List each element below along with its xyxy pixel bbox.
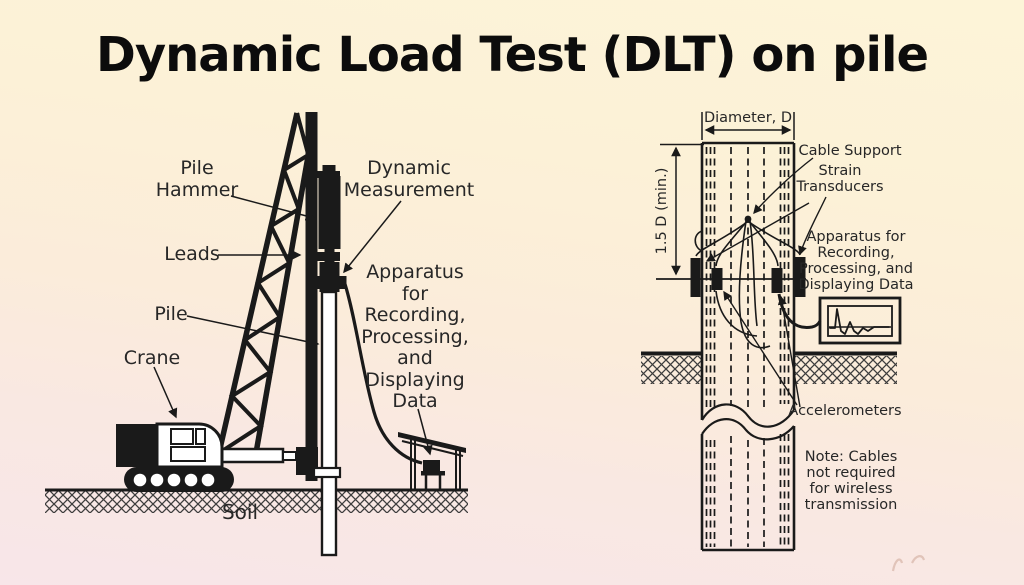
accelerometer-left bbox=[711, 268, 723, 290]
diameter-dimension bbox=[701, 112, 795, 140]
accelerometer-right bbox=[771, 268, 783, 293]
label-accelerometers: Accelerometers bbox=[788, 403, 902, 419]
leader-accelerometer-right bbox=[777, 295, 801, 408]
leader-dynamic-measurement bbox=[343, 200, 402, 274]
label-strain-transducers: Strain Transducers bbox=[796, 163, 884, 195]
signal-cable bbox=[343, 283, 423, 465]
leader-cable-support bbox=[753, 157, 814, 215]
soil-ground-right bbox=[641, 351, 897, 384]
leader-pile bbox=[186, 315, 320, 348]
dynamic-measurement-sensor bbox=[338, 276, 347, 289]
recording-shed bbox=[398, 432, 466, 490]
pile-hammer-assembly bbox=[312, 165, 347, 292]
leader-strain-left bbox=[705, 202, 810, 262]
recording-apparatus-box bbox=[423, 460, 440, 471]
label-leads: Leads bbox=[164, 243, 220, 265]
dynamic-measurement-sensor bbox=[313, 276, 321, 289]
label-diameter: Diameter, D bbox=[703, 110, 793, 126]
strain-transducer-left bbox=[690, 258, 701, 297]
label-pile-hammer: Pile Hammer bbox=[155, 157, 239, 201]
label-soil: Soil bbox=[221, 500, 259, 524]
label-note: Note: Cables not required for wireless t… bbox=[804, 449, 898, 513]
strain-transducer-right bbox=[794, 257, 806, 297]
leader-strain-right bbox=[798, 196, 827, 256]
display-apparatus-box bbox=[818, 296, 902, 345]
label-min-length: 1.5 D (min.) bbox=[654, 167, 670, 255]
watermark-mark bbox=[891, 555, 926, 572]
waveform-trace bbox=[829, 308, 890, 335]
pile-left bbox=[320, 290, 338, 557]
leads-mast bbox=[305, 112, 318, 481]
leader-apparatus bbox=[417, 408, 433, 456]
left-leader-lines bbox=[153, 195, 433, 456]
label-apparatus-right: Apparatus for Recording, Processing, and… bbox=[798, 229, 914, 293]
leader-pile-hammer bbox=[230, 195, 316, 221]
crane-body bbox=[116, 422, 318, 492]
leader-accelerometer-left bbox=[723, 290, 798, 406]
right-illustration bbox=[641, 112, 926, 572]
page-title: Dynamic Load Test (DLT) on pile bbox=[96, 27, 929, 83]
left-illustration bbox=[45, 112, 468, 557]
pile-right-upper bbox=[700, 141, 796, 428]
pile-guide bbox=[312, 466, 342, 479]
leader-crane bbox=[153, 366, 178, 419]
pile-rebar-dashes bbox=[705, 147, 790, 547]
label-pile: Pile bbox=[154, 303, 188, 325]
right-leader-lines bbox=[705, 157, 827, 408]
crane-tracks bbox=[124, 467, 234, 492]
crane-boom bbox=[216, 112, 316, 455]
soil-ground bbox=[45, 488, 468, 513]
label-crane: Crane bbox=[123, 347, 181, 369]
label-dynamic-measurement: Dynamic Measurement bbox=[343, 157, 475, 201]
label-cable-support: Cable Support bbox=[798, 143, 902, 159]
label-apparatus-left: Apparatus for Recording, Processing, and… bbox=[361, 261, 469, 412]
